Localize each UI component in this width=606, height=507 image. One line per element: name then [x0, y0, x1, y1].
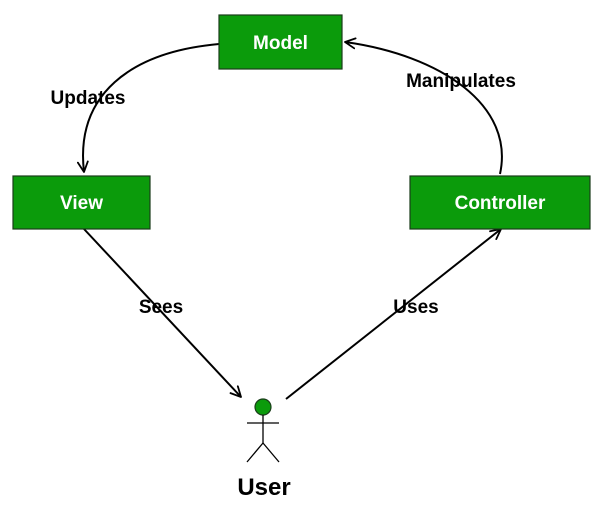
edge-sees-label: Sees [139, 297, 183, 318]
edge-updates-label: Updates [51, 88, 126, 109]
node-controller-box [409, 175, 591, 230]
node-model: Model [218, 14, 343, 70]
node-model-box [218, 14, 343, 70]
edge-uses-line [285, 228, 502, 400]
node-view-box [12, 175, 151, 230]
node-controller: Controller [409, 175, 591, 230]
edge-uses-label: Uses [393, 297, 438, 318]
edge-updates-line [76, 43, 220, 173]
edge-updates: Updates [51, 43, 220, 173]
actor-left-leg [246, 442, 264, 463]
node-controller-label: Controller [455, 193, 546, 214]
actor-user-label: User [237, 474, 290, 501]
edge-sees-line [83, 228, 242, 398]
actor-right-leg [262, 442, 280, 463]
node-model-label: Model [253, 33, 308, 54]
edge-manipulates: Manipulates [344, 37, 516, 175]
node-view: View [12, 175, 151, 230]
edge-manipulates-line [344, 37, 503, 175]
actor-user: User [237, 398, 291, 501]
actor-head [254, 398, 272, 416]
node-view-label: View [60, 193, 103, 214]
edge-sees: Sees [83, 228, 242, 398]
edge-manipulates-label: Manipulates [406, 71, 516, 92]
edge-uses: Uses [285, 228, 502, 400]
stick-figure-icon [246, 398, 280, 463]
